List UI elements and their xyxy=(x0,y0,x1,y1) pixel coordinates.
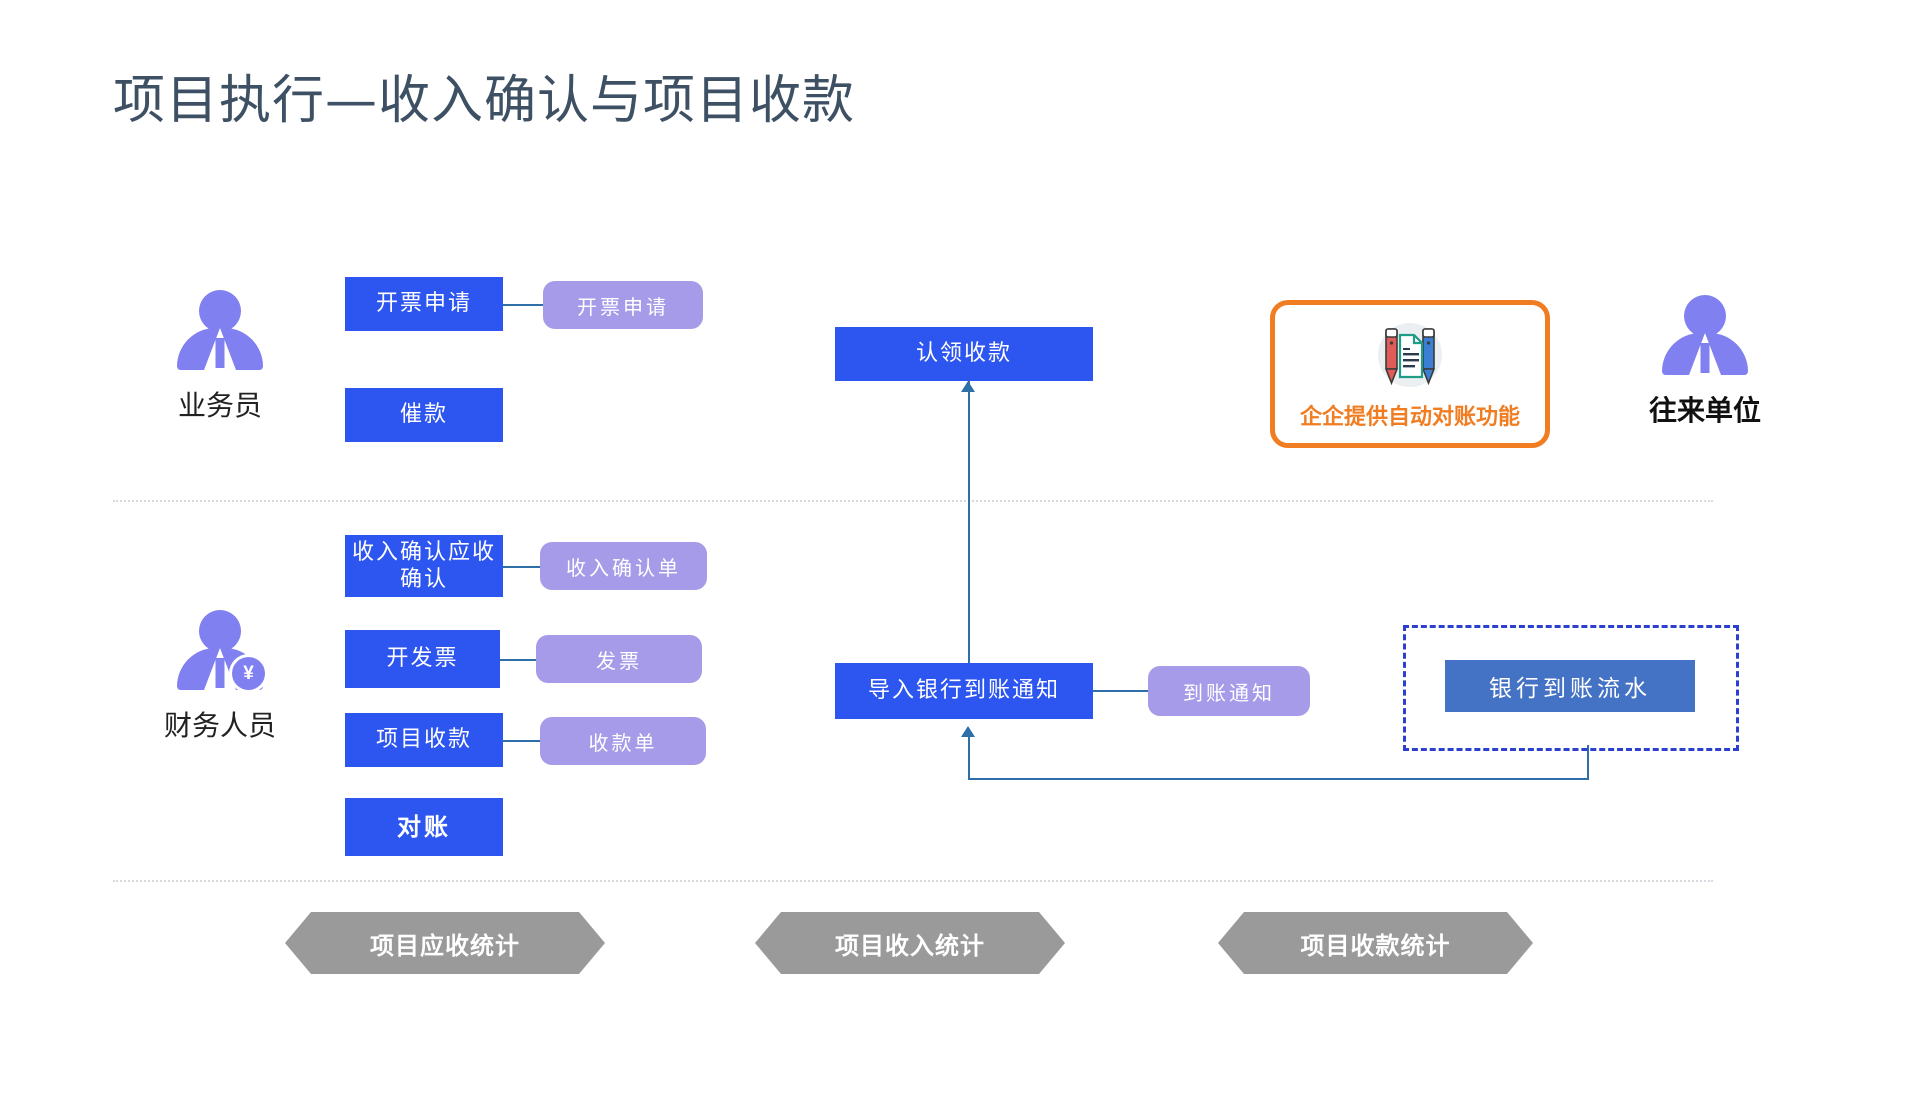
connector-bankflow-arrowhead xyxy=(961,726,975,737)
document-revenue-confirm[interactable]: 收入确认单 xyxy=(540,542,707,590)
connector-project-collection xyxy=(503,740,540,742)
connector-claim-vertical xyxy=(968,381,970,663)
connector-invoice-application xyxy=(503,304,543,306)
connector-bankflow-down xyxy=(1587,745,1589,780)
connector-bankflow-horizontal xyxy=(968,778,1589,780)
person-icon xyxy=(1662,295,1748,375)
actor-finance-label: 财务人员 xyxy=(163,709,276,742)
person-icon xyxy=(177,290,263,370)
process-reconciliation[interactable]: 对账 xyxy=(345,798,503,856)
person-head xyxy=(199,290,241,332)
person-with-yen-icon: ¥ xyxy=(177,610,265,690)
actor-counterparty: 往来单位 xyxy=(1625,295,1785,429)
actor-sales: 业务员 xyxy=(140,290,300,424)
process-import-bank-notice[interactable]: 导入银行到账通知 xyxy=(835,663,1093,719)
page-title: 项目执行—收入确认与项目收款 xyxy=(113,71,856,131)
actor-finance: ¥ 财务人员 xyxy=(140,610,300,744)
flow-bank-arrival[interactable]: 银行到账流水 xyxy=(1445,660,1695,712)
person-tie xyxy=(215,658,225,688)
actor-sales-label: 业务员 xyxy=(177,389,262,422)
document-invoice[interactable]: 发票 xyxy=(536,635,702,683)
stat-banner-revenue[interactable]: 项目收入统计 xyxy=(755,912,1065,974)
connector-issue-invoice xyxy=(500,659,536,661)
yen-badge-icon: ¥ xyxy=(232,657,265,690)
lane-divider-top xyxy=(113,500,1713,502)
document-invoice-application[interactable]: 开票申请 xyxy=(543,281,703,329)
person-head xyxy=(199,610,241,652)
connector-claim-arrowhead xyxy=(961,381,975,392)
connector-arrival-notice xyxy=(1093,690,1148,692)
person-head xyxy=(1684,295,1726,337)
document-receipt[interactable]: 收款单 xyxy=(540,717,706,765)
connector-bankflow-up xyxy=(968,735,970,780)
stat-banner-collection[interactable]: 项目收款统计 xyxy=(1218,912,1533,974)
callout-auto-reconciliation[interactable]: 企企提供自动对账功能 xyxy=(1270,300,1550,448)
process-revenue-confirm-receivable[interactable]: 收入确认应收 确认 xyxy=(345,535,503,597)
lane-divider-bottom xyxy=(113,880,1713,882)
process-claim-payment[interactable]: 认领收款 xyxy=(835,327,1093,381)
callout-label: 企企提供自动对账功能 xyxy=(1299,405,1520,430)
person-tie xyxy=(1700,343,1710,373)
process-project-collection[interactable]: 项目收款 xyxy=(345,713,503,767)
document-arrival-notice[interactable]: 到账通知 xyxy=(1148,666,1310,716)
pens-and-document-icon xyxy=(1364,317,1456,395)
process-issue-invoice[interactable]: 开发票 xyxy=(345,630,500,688)
process-invoice-application[interactable]: 开票申请 xyxy=(345,277,503,331)
stat-banner-receivable[interactable]: 项目应收统计 xyxy=(285,912,605,974)
process-payment-reminder[interactable]: 催款 xyxy=(345,388,503,442)
person-tie xyxy=(215,338,225,368)
connector-revenue-confirm xyxy=(503,566,540,568)
bank-flow-group xyxy=(1403,625,1739,751)
actor-counterparty-label: 往来单位 xyxy=(1648,394,1761,427)
